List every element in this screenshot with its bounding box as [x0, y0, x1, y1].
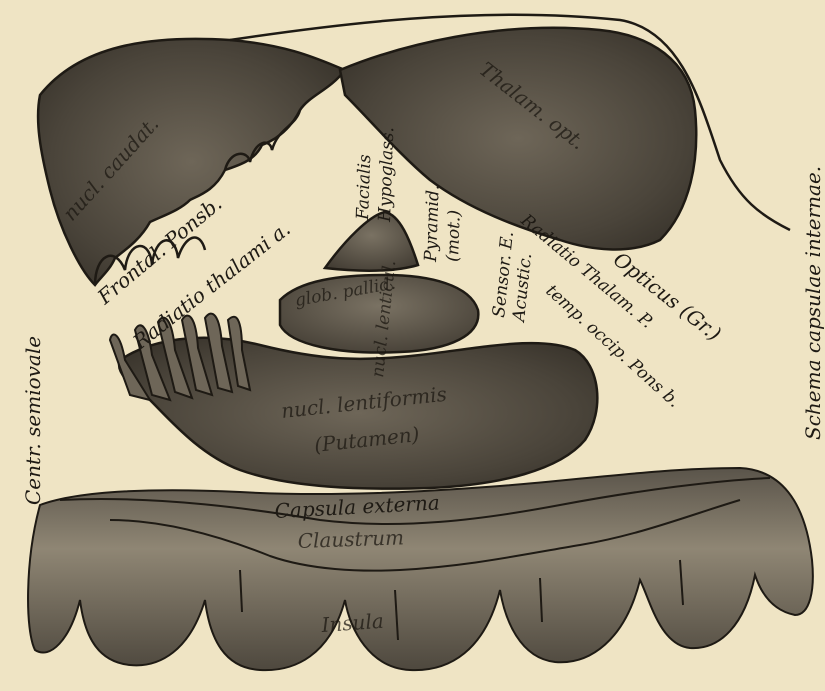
label-facialis: Facialis — [353, 154, 375, 221]
label-pyramid: Pyramid. — [421, 184, 444, 263]
label-claustrum: Claustrum — [297, 525, 404, 553]
label-centr-semiovale: Centr. semiovale — [21, 336, 45, 505]
label-mot: (mot.) — [443, 210, 465, 263]
label-insula: Insula — [320, 609, 385, 637]
label-schema-capsulae-internae: Schema capsulae internae. — [801, 166, 825, 440]
label-hypoglass: Hypoglass. — [375, 127, 398, 223]
